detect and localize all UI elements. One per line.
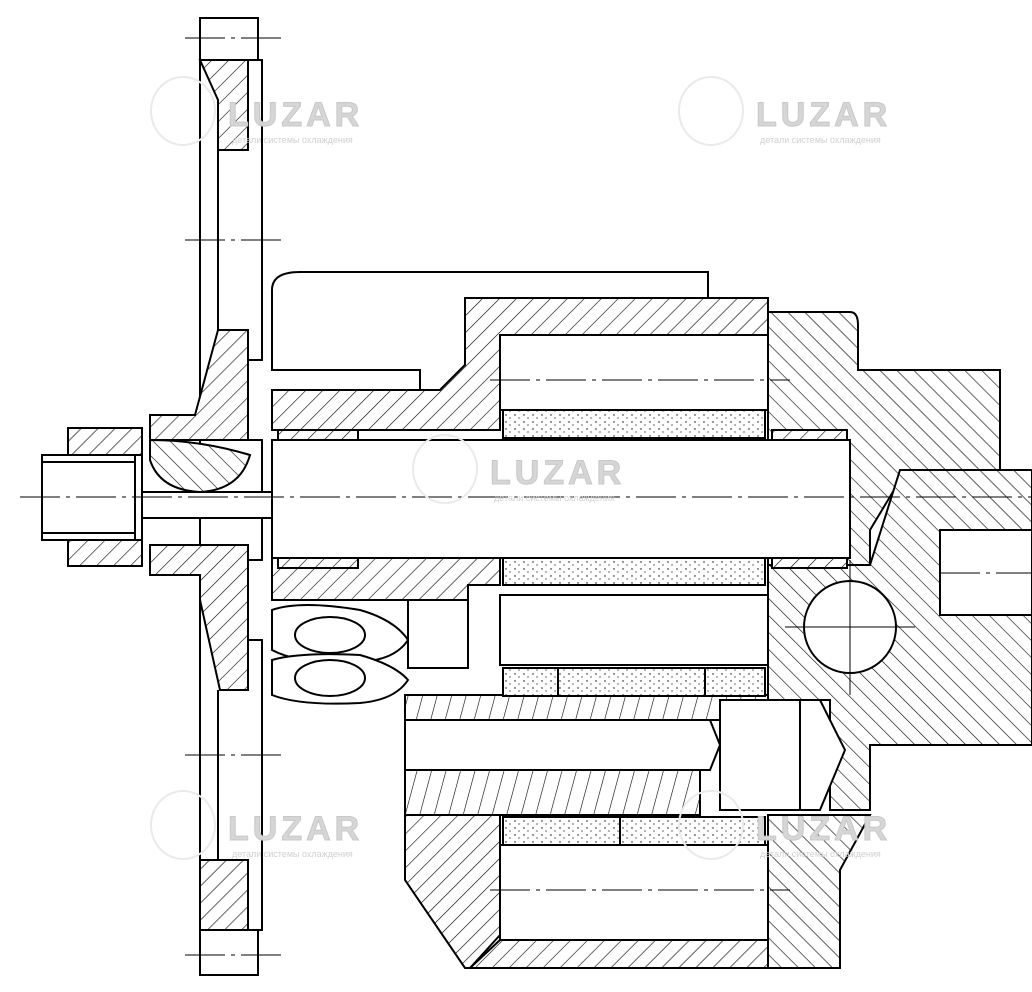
coolant-ports bbox=[271, 604, 410, 705]
pump-shaft bbox=[271, 429, 851, 771]
center-lines bbox=[20, 37, 1032, 956]
pump-housing bbox=[271, 271, 769, 969]
